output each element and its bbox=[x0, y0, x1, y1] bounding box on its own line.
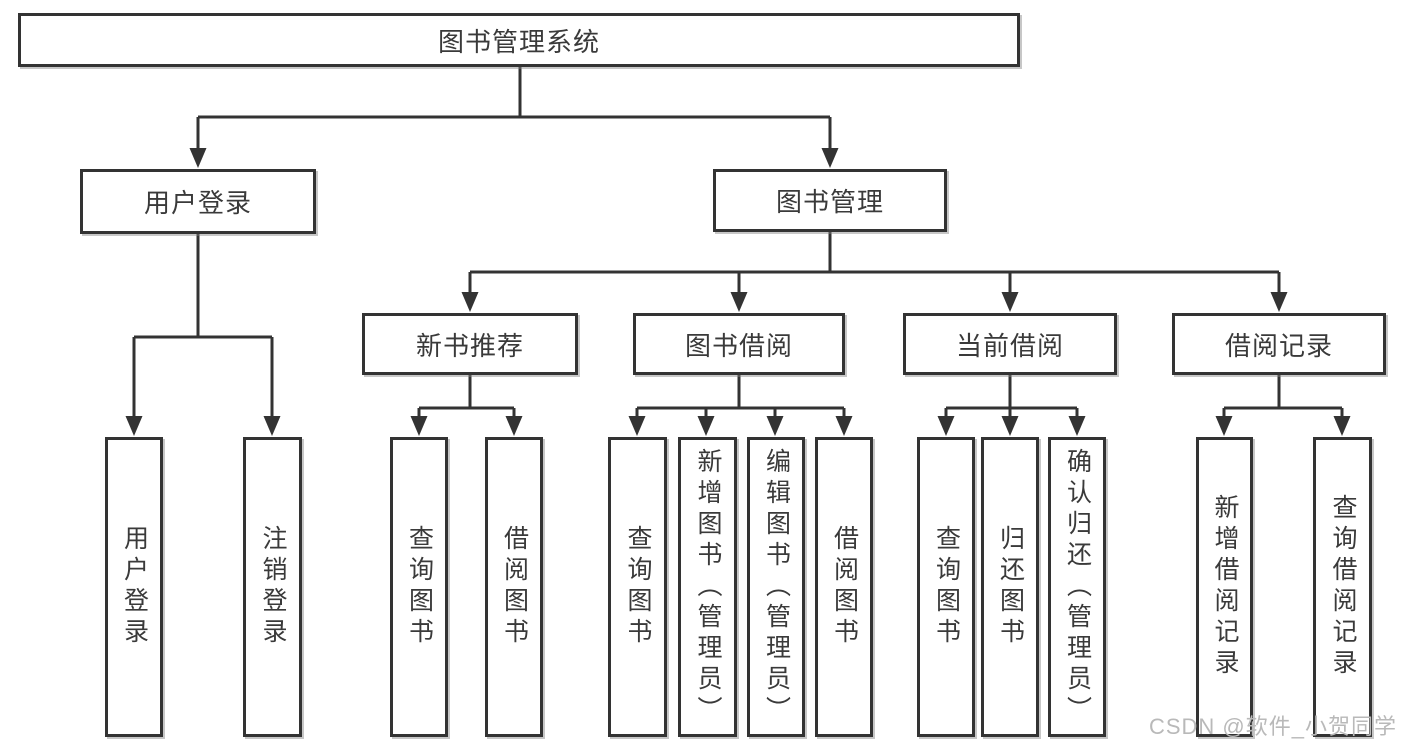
leaf-return-books: 归还图书 bbox=[981, 437, 1039, 737]
node-current-borrowing: 当前借阅 bbox=[903, 313, 1117, 375]
leaf-add-books-admin: 新增图书（管理员） bbox=[678, 437, 737, 737]
node-library-system: 图书管理系统 bbox=[18, 13, 1020, 67]
leaf-query-borrow-record: 查询借阅记录 bbox=[1313, 437, 1372, 737]
leaf-borrow-books-borrowing: 借阅图书 bbox=[815, 437, 873, 737]
node-book-management: 图书管理 bbox=[713, 169, 947, 232]
node-new-book-recommendation: 新书推荐 bbox=[362, 313, 578, 375]
leaf-query-books-recommend: 查询图书 bbox=[390, 437, 448, 737]
leaf-add-borrow-record: 新增借阅记录 bbox=[1196, 437, 1253, 737]
node-book-borrowing: 图书借阅 bbox=[633, 313, 845, 375]
leaf-borrow-books-recommend: 借阅图书 bbox=[485, 437, 543, 737]
node-borrowing-records: 借阅记录 bbox=[1172, 313, 1386, 375]
leaf-user-login: 用户登录 bbox=[105, 437, 163, 737]
watermark-text: CSDN @软件_小贺同学 bbox=[1148, 714, 1397, 739]
leaf-logout: 注销登录 bbox=[243, 437, 302, 737]
node-user-login: 用户登录 bbox=[80, 169, 316, 234]
leaf-query-books-current: 查询图书 bbox=[917, 437, 975, 737]
leaf-edit-books-admin: 编辑图书（管理员） bbox=[747, 437, 805, 737]
leaf-query-books-borrowing: 查询图书 bbox=[608, 437, 667, 737]
leaf-confirm-return-admin: 确认归还（管理员） bbox=[1048, 437, 1106, 737]
